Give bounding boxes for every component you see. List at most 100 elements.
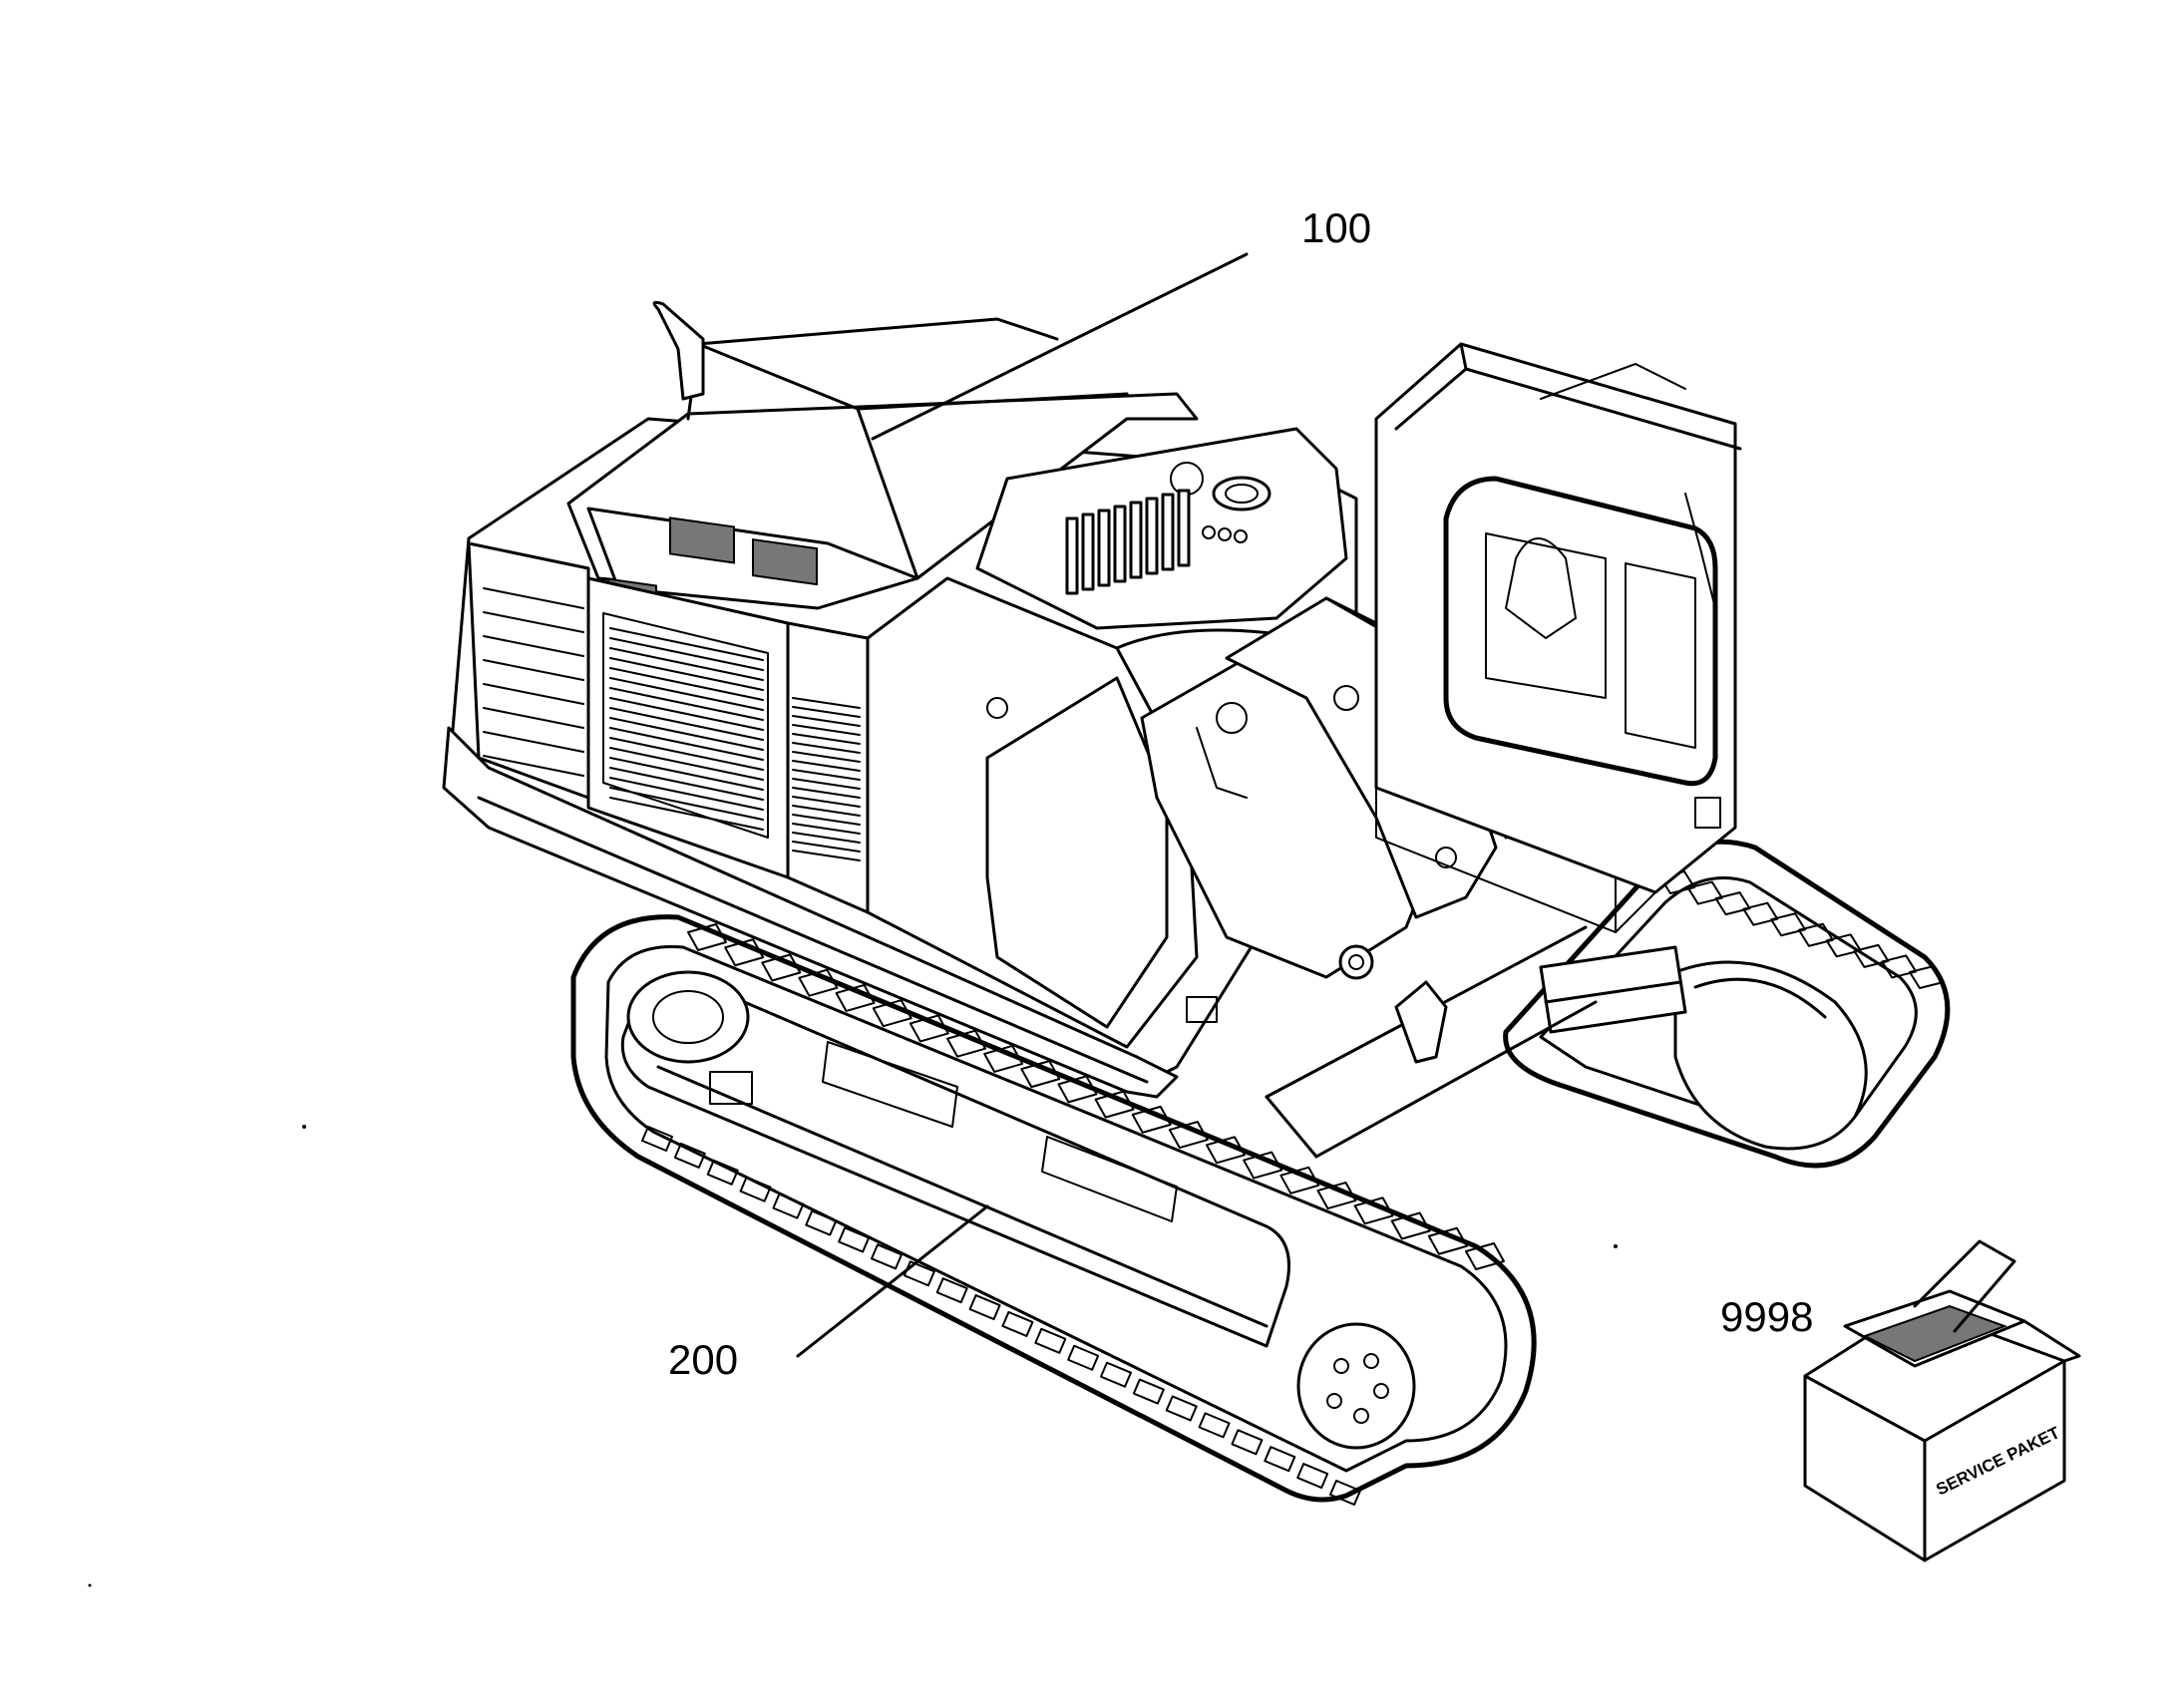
valve-spool — [1129, 501, 1143, 579]
grille-line — [792, 769, 861, 781]
track-shoe — [983, 1044, 1024, 1073]
grille-line — [792, 823, 861, 835]
valve-spool — [1081, 512, 1095, 591]
grille-line — [609, 657, 764, 691]
front-crawler-track — [570, 914, 1537, 1506]
track-shoe — [946, 1029, 986, 1058]
valve-spool — [1097, 509, 1111, 587]
track-shoe — [687, 923, 727, 951]
track-shoe — [1316, 1182, 1357, 1210]
grille-line — [609, 707, 764, 741]
slat — [483, 659, 584, 681]
grille-line — [609, 697, 764, 731]
grille-line — [609, 777, 764, 811]
slat — [483, 731, 584, 753]
narrow-grille — [792, 697, 861, 861]
track-shoe — [805, 1209, 838, 1236]
track-shoe — [1198, 1412, 1231, 1439]
track-shoe — [1909, 965, 1945, 989]
grille-line — [609, 677, 764, 711]
track-shoe — [1131, 1105, 1172, 1134]
grille-line — [609, 767, 764, 801]
track-shoe — [798, 968, 839, 997]
track-shoe — [1057, 1075, 1098, 1104]
grille-line — [609, 727, 764, 761]
track-shoe — [1034, 1327, 1067, 1354]
track-shoe — [1094, 1090, 1135, 1119]
stray-dot — [302, 1125, 306, 1129]
track-shoe — [908, 1014, 949, 1043]
slat — [483, 611, 584, 633]
slat — [483, 587, 584, 609]
slat — [483, 755, 584, 777]
stray-dot — [1614, 1244, 1618, 1248]
track-shoe — [739, 1176, 772, 1202]
boom-foot — [1140, 596, 1508, 1064]
track-shoe — [1165, 1395, 1198, 1422]
grille-line — [792, 760, 861, 772]
grille-line — [792, 796, 861, 808]
front-track-shoes — [641, 923, 1505, 1506]
callout-label-9998: 9998 — [1720, 1293, 1813, 1340]
track-shoe — [1168, 1121, 1209, 1150]
grille-line — [792, 814, 861, 826]
track-shoe — [871, 1243, 903, 1270]
track-shoe — [1279, 1166, 1320, 1195]
track-shoe — [838, 1226, 871, 1253]
grille-line — [792, 706, 861, 718]
track-shoe — [968, 1294, 1001, 1321]
valve-spool — [1161, 493, 1175, 571]
track-shoe — [1231, 1429, 1264, 1456]
track-shoe — [1206, 1136, 1246, 1165]
callout-label-200: 200 — [668, 1336, 738, 1383]
grille-line — [609, 797, 764, 831]
slat — [483, 683, 584, 705]
grille-line — [792, 751, 861, 763]
grille-line — [792, 778, 861, 790]
track-shoe — [1296, 1463, 1329, 1490]
track-shoe — [706, 1159, 739, 1186]
rear-crawler-track — [1503, 839, 1951, 1169]
grille-line — [792, 715, 861, 727]
slat — [483, 635, 584, 657]
stray-dot — [88, 1583, 92, 1587]
track-shoe — [724, 938, 765, 967]
service-kit-box: SERVICE PAKET — [1803, 1239, 2081, 1562]
track-shoe — [1001, 1310, 1034, 1337]
track-shoe — [641, 1126, 673, 1152]
rear-track-shoes — [1659, 870, 1945, 989]
grille-line — [792, 787, 861, 799]
grille-line — [792, 832, 861, 844]
grille-line — [609, 747, 764, 781]
grille-line — [609, 717, 764, 751]
rear-slats — [483, 587, 584, 777]
track-shoe — [1390, 1211, 1431, 1240]
track-shoe — [673, 1142, 706, 1169]
track-shoe — [1427, 1226, 1468, 1255]
track-shoe — [772, 1193, 805, 1219]
valve-bank — [1065, 489, 1191, 595]
track-shoe — [1329, 1480, 1361, 1506]
grille-line — [609, 687, 764, 721]
grille-line — [792, 841, 861, 853]
valve-spool — [1113, 505, 1127, 583]
track-shoe — [761, 953, 802, 982]
slat — [483, 707, 584, 729]
leader-line-100 — [871, 252, 1249, 441]
door-grille — [609, 627, 764, 831]
grille-line — [792, 742, 861, 754]
callout-label-100: 100 — [1301, 204, 1371, 251]
track-shoe — [1465, 1242, 1505, 1270]
track-shoe — [1100, 1361, 1132, 1388]
track-shoe — [1353, 1196, 1394, 1225]
grille-line — [609, 757, 764, 791]
grille-line — [792, 733, 861, 745]
upper-carriage — [442, 300, 1358, 1099]
grille-line — [792, 724, 861, 736]
track-shoe — [903, 1260, 935, 1287]
grille-line — [609, 647, 764, 681]
grille-line — [792, 850, 861, 861]
valve-spool — [1177, 489, 1191, 567]
valve-spool — [1145, 497, 1159, 575]
